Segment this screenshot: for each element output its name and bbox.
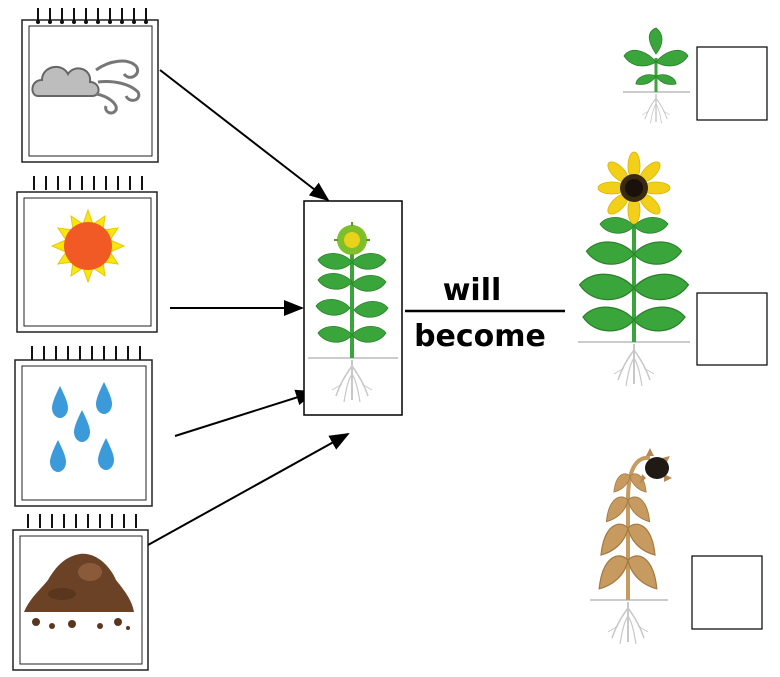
rain-drops-icon xyxy=(50,382,114,472)
card-water xyxy=(14,346,153,507)
sun-icon xyxy=(50,208,126,284)
arrow-water xyxy=(174,389,316,437)
seedling-icon xyxy=(623,27,690,125)
soil-pile-icon xyxy=(24,553,134,630)
wilted-head xyxy=(640,448,672,484)
card-soil xyxy=(12,514,149,671)
blooming-sunflower-icon xyxy=(578,151,690,387)
arrows xyxy=(147,69,350,546)
sunflower-head xyxy=(597,151,671,225)
label-bottom: become xyxy=(414,319,546,354)
answer-box-1[interactable] xyxy=(696,46,768,121)
wilted-sunflower-icon xyxy=(590,448,672,645)
answer-box-2[interactable] xyxy=(696,292,768,366)
center-plant-card xyxy=(303,200,403,416)
answer-box-3[interactable] xyxy=(691,555,763,630)
card-wind xyxy=(21,8,159,163)
will-become-label: will become xyxy=(405,273,565,354)
label-top: will xyxy=(443,273,502,308)
arrow-soil xyxy=(147,433,350,546)
young-sunflower-icon xyxy=(308,222,398,403)
spiral-binding xyxy=(36,8,148,24)
card-sun xyxy=(16,176,158,333)
arrow-wind xyxy=(159,69,330,202)
wind-cloud-icon xyxy=(31,59,141,115)
